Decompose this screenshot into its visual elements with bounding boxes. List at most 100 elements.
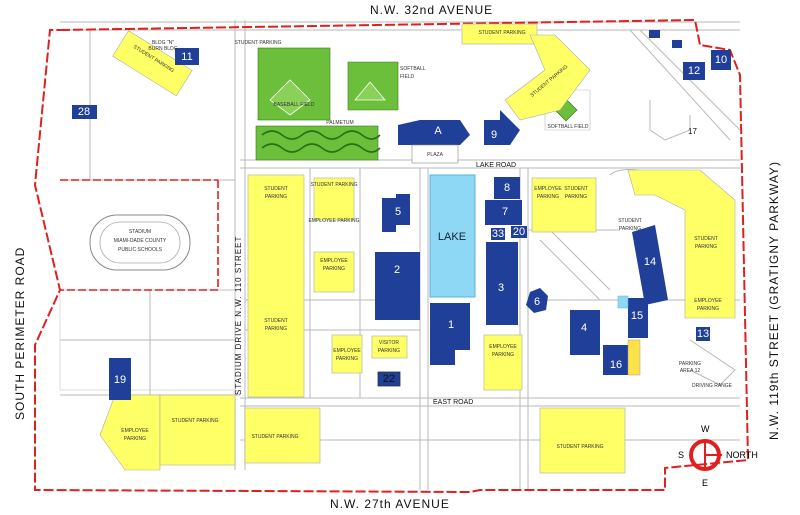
building-14	[632, 225, 668, 305]
building-16	[603, 345, 630, 375]
softball-field-top	[347, 61, 399, 111]
svg-text:10: 10	[715, 54, 727, 66]
parking-top-diagonal	[504, 34, 591, 121]
svg-text:15: 15	[631, 310, 643, 322]
campus-boundary	[33, 18, 750, 494]
parking-visitor	[371, 335, 408, 359]
building-7	[485, 200, 522, 225]
svg-text:EMPLOYEE: EMPLOYEE	[121, 428, 149, 434]
svg-text:VISITOR: VISITOR	[379, 340, 399, 346]
parking-employee-sw	[99, 394, 161, 471]
palmetum: PALMETUM	[255, 120, 381, 161]
small-building-ne	[672, 40, 682, 48]
parking-student-sw2	[159, 394, 236, 466]
svg-text:PUBLIC SCHOOLS: PUBLIC SCHOOLS	[118, 247, 163, 253]
building-11	[175, 48, 199, 65]
palmetum-label: PALMETUM	[326, 120, 353, 126]
svg-text:AREA 12: AREA 12	[680, 368, 701, 374]
parking-employee-3	[331, 334, 363, 374]
parking-labels: STUDENT PARKING STUDENT PARKING STUDENT …	[121, 30, 732, 450]
plaza-label: PLAZA	[427, 152, 444, 158]
building-20	[511, 226, 527, 238]
svg-text:EMPLOYEE: EMPLOYEE	[694, 298, 722, 304]
svg-text:STUDENT PARKING: STUDENT PARKING	[171, 418, 218, 424]
svg-text:1: 1	[448, 319, 454, 331]
parking-top-center	[461, 23, 538, 45]
svg-text:PARKING: PARKING	[695, 244, 717, 250]
svg-text:BURN BLDG: BURN BLDG	[148, 46, 177, 52]
svg-text:3: 3	[498, 282, 504, 294]
svg-text:EMPLOYEE: EMPLOYEE	[333, 348, 361, 354]
svg-text:STUDENT: STUDENT	[264, 186, 288, 192]
parking-employee-4	[483, 334, 523, 391]
svg-text:PARKING: PARKING	[265, 326, 287, 332]
svg-text:MIAMI-DADE COUNTY: MIAMI-DADE COUNTY	[114, 238, 167, 244]
building-22	[377, 371, 401, 387]
svg-text:2: 2	[394, 264, 400, 276]
svg-text:PARKING: PARKING	[619, 226, 641, 232]
svg-text:PARKING: PARKING	[492, 352, 514, 358]
svg-text:BLDG "N": BLDG "N"	[152, 40, 174, 46]
svg-text:EMPLOYEE PARKING: EMPLOYEE PARKING	[308, 218, 359, 224]
road-east-road: EAST ROAD	[433, 399, 473, 406]
compass-e: E	[702, 478, 708, 488]
plaza	[411, 144, 459, 164]
inner-boundary	[60, 180, 219, 291]
svg-text:DRIVING RANGE: DRIVING RANGE	[692, 383, 733, 389]
svg-text:STADIUM: STADIUM	[129, 229, 151, 235]
svg-text:A: A	[434, 125, 442, 137]
svg-text:STUDENT: STUDENT	[264, 318, 288, 324]
svg-text:12: 12	[688, 65, 700, 77]
building-28	[72, 105, 97, 119]
road-west: SOUTH PERIMETER ROAD	[13, 247, 27, 420]
svg-text:7: 7	[502, 206, 508, 218]
svg-text:PARKING: PARKING	[697, 306, 719, 312]
building-6	[526, 288, 548, 313]
svg-text:STUDENT: STUDENT	[564, 186, 588, 192]
svg-text:STUDENT PARKING: STUDENT PARKING	[478, 30, 525, 36]
softball-field-top-label-2: FIELD	[400, 74, 415, 80]
compass-w: W	[701, 424, 710, 434]
baseball-field-label: BASEBALL FIELD	[274, 102, 315, 108]
svg-text:EMPLOYEE: EMPLOYEE	[320, 258, 348, 264]
building-12	[683, 62, 705, 80]
svg-text:14: 14	[644, 256, 656, 268]
svg-text:11: 11	[181, 51, 192, 63]
building-A	[398, 120, 470, 145]
softball-field-right-label: SOFTBALL FIELD	[548, 124, 589, 130]
svg-text:16: 16	[610, 359, 622, 371]
building-17-label: 17	[688, 127, 697, 136]
building-13	[696, 327, 710, 341]
building-5	[382, 194, 410, 232]
svg-text:PARKING: PARKING	[537, 194, 559, 200]
building-numbers: 1 2 3 4 5 6 7 8 9 10 11 12 13 14 15 16 1…	[78, 40, 727, 386]
building-2	[375, 252, 420, 320]
svg-text:PARKING: PARKING	[679, 361, 701, 367]
building-3	[486, 242, 518, 325]
svg-text:STUDENT PARKING: STUDENT PARKING	[556, 444, 603, 450]
svg-text:STUDENT: STUDENT	[618, 218, 642, 224]
compass-s: S	[678, 450, 684, 460]
building-8	[494, 177, 520, 199]
building-1	[430, 303, 470, 365]
svg-text:22: 22	[383, 373, 395, 385]
svg-text:8: 8	[504, 182, 510, 194]
svg-text:13: 13	[697, 328, 709, 340]
building-10	[711, 50, 731, 70]
svg-text:20: 20	[513, 226, 525, 238]
road-stadium-drive: STADIUM DRIVE N.W. 110 STREET	[234, 236, 243, 395]
svg-text:28: 28	[78, 106, 90, 118]
svg-text:6: 6	[534, 296, 540, 308]
svg-text:PARKING: PARKING	[124, 436, 146, 442]
svg-text:33: 33	[492, 228, 504, 240]
parking-employee-1	[313, 177, 355, 221]
stadium: STADIUM MIAMI-DADE COUNTY PUBLIC SCHOOLS	[89, 214, 191, 271]
road-north: N.W. 32nd AVENUE	[370, 3, 493, 17]
parking-student-east	[627, 169, 736, 319]
svg-text:9: 9	[491, 129, 497, 141]
svg-text:EMPLOYEE: EMPLOYEE	[489, 344, 517, 350]
svg-text:STUDENT: STUDENT	[694, 236, 718, 242]
pool	[617, 295, 629, 309]
svg-text:4: 4	[581, 322, 587, 334]
